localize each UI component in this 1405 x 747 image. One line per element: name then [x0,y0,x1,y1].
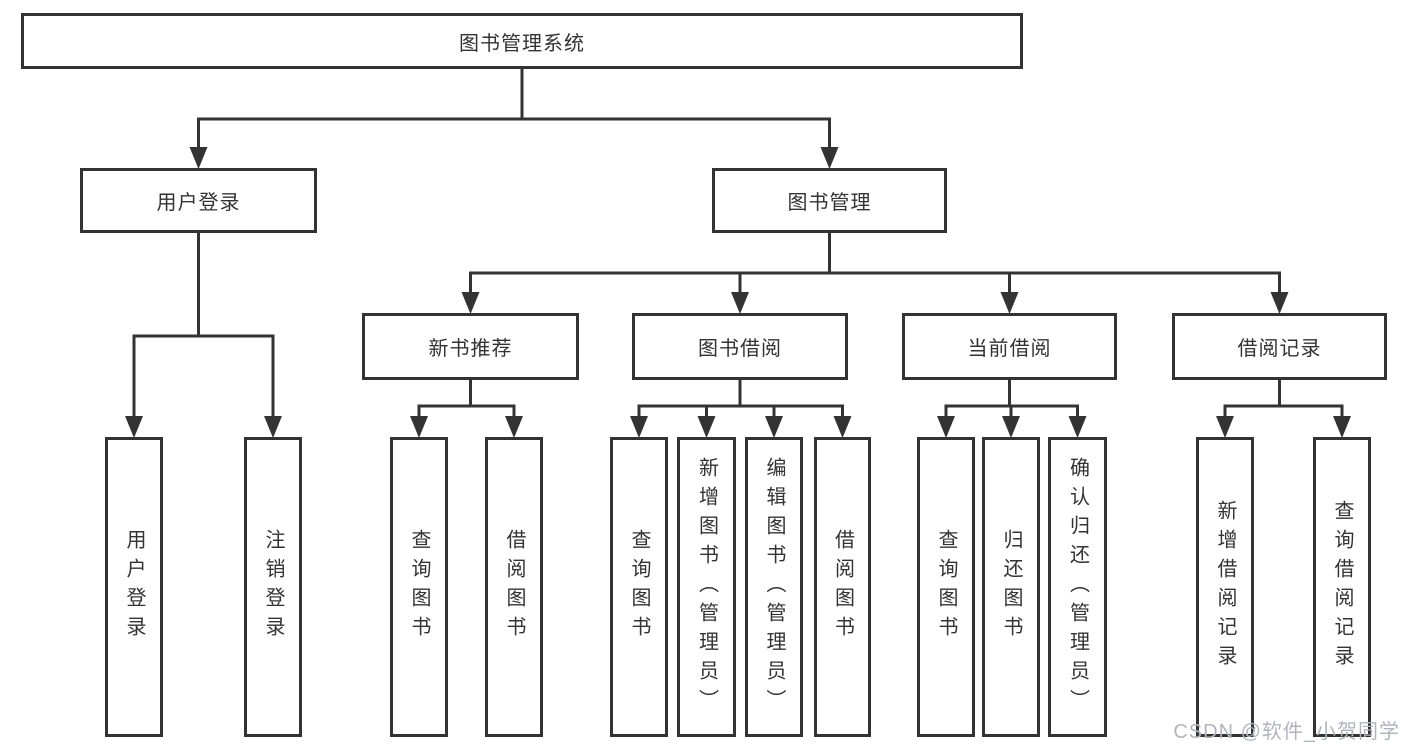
arrowhead-icon [125,416,143,438]
node-leaf-borrow-book-1: 借阅图书 [485,437,543,737]
node-label-book-management: 图书管理 [787,192,872,214]
arrowhead-icon [765,416,783,438]
node-new-book-recommend: 新书推荐 [362,313,579,380]
node-root: 图书管理系统 [21,13,1023,69]
arrowhead-icon [1216,416,1234,438]
node-leaf-query-book-3: 查询图书 [917,437,975,737]
node-leaf-query-borrow-record: 查询借阅记录 [1313,437,1371,737]
arrowhead-icon [630,416,648,438]
node-label-leaf-query-book-1: 查询图书 [408,529,430,645]
arrowhead-icon [264,416,282,438]
node-label-leaf-query-book-3: 查询图书 [935,529,957,645]
arrowhead-icon [697,416,716,438]
arrowhead-icon [1333,416,1351,438]
node-leaf-query-book-1: 查询图书 [390,437,448,737]
node-label-leaf-add-book-admin: 新增图书（管理员） [695,456,718,718]
node-label-leaf-query-book-2: 查询图书 [628,529,650,645]
watermark: CSDN @软件_小贺同学 [1173,721,1400,743]
node-label-root: 图书管理系统 [459,32,585,55]
node-book-borrowing: 图书借阅 [632,313,848,380]
node-label-new-book-recommend: 新书推荐 [428,338,513,360]
node-label-leaf-logout: 注销登录 [262,529,284,645]
node-label-book-borrowing: 图书借阅 [698,338,782,360]
node-leaf-add-book-admin: 新增图书（管理员） [677,437,736,737]
arrowhead-icon [1002,416,1020,438]
node-label-leaf-return-book: 归还图书 [1000,529,1022,645]
node-label-leaf-confirm-return-admin: 确认归还（管理员） [1066,456,1089,718]
node-label-borrowing-records: 借阅记录 [1237,338,1322,360]
node-borrowing-records: 借阅记录 [1172,313,1387,380]
arrowhead-icon [731,292,749,314]
node-book-management: 图书管理 [712,168,947,233]
arrowhead-icon [1000,292,1019,314]
node-leaf-add-borrow-record: 新增借阅记录 [1196,437,1254,737]
node-leaf-return-book: 归还图书 [982,437,1040,737]
node-label-leaf-user-login: 用户登录 [123,529,145,645]
arrowhead-icon [1270,292,1289,314]
arrowhead-icon [410,416,428,438]
node-leaf-user-login: 用户登录 [105,437,163,737]
node-label-user-login: 用户登录 [156,192,241,214]
node-leaf-edit-book-admin: 编辑图书（管理员） [745,437,803,737]
node-label-leaf-edit-book-admin: 编辑图书（管理员） [763,456,785,718]
node-label-leaf-query-borrow-record: 查询借阅记录 [1331,500,1353,674]
arrowhead-icon [189,147,208,169]
arrowhead-icon [505,416,523,438]
node-label-leaf-borrow-book-2: 借阅图书 [831,529,854,645]
arrowhead-icon [833,416,852,438]
node-label-current-borrowing: 当前借阅 [967,338,1052,360]
arrowhead-icon [937,416,955,438]
arrowhead-icon [820,147,839,169]
node-leaf-borrow-book-2: 借阅图书 [814,437,871,737]
node-current-borrowing: 当前借阅 [902,313,1117,380]
node-leaf-confirm-return-admin: 确认归还（管理员） [1048,437,1107,737]
arrowhead-icon [461,292,480,314]
arrowhead-icon [1068,416,1087,438]
node-leaf-logout: 注销登录 [244,437,302,737]
node-user-login: 用户登录 [80,168,317,233]
node-leaf-query-book-2: 查询图书 [610,437,668,737]
node-label-leaf-add-borrow-record: 新增借阅记录 [1214,500,1236,674]
node-label-leaf-borrow-book-1: 借阅图书 [503,529,525,645]
